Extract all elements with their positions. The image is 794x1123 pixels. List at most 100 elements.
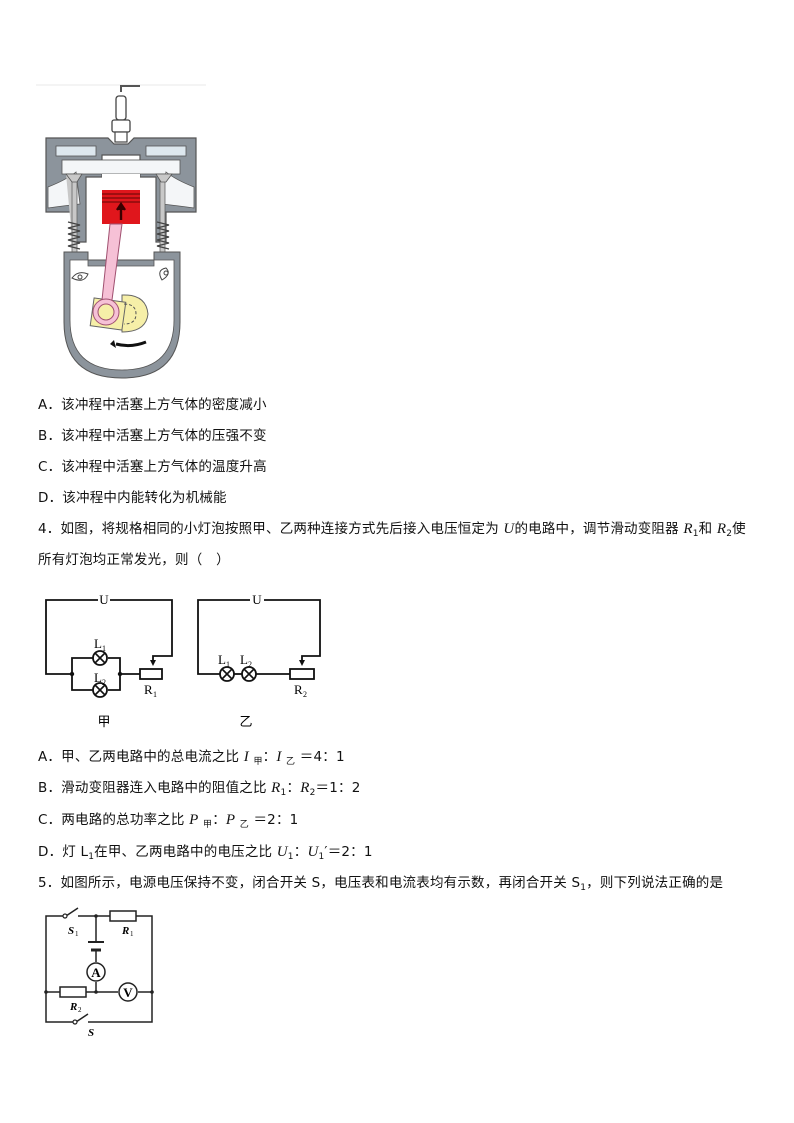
ratio-sep: ： <box>262 749 277 765</box>
stem-text: 的电路中，调节滑动变阻器 <box>514 521 684 537</box>
label-a: A <box>91 965 101 980</box>
subscript: 1 <box>580 883 587 893</box>
q4-option-c: C．两电路的总功率之比 P 甲：P 乙 ＝2：1 <box>38 811 298 834</box>
label-r2: R <box>294 682 303 697</box>
subscript: 甲 <box>203 820 213 830</box>
prime-mark: ′ <box>324 844 328 860</box>
ratio-sep: ： <box>212 812 226 828</box>
resistor-r1-icon <box>109 910 137 922</box>
ratio-sep: ： <box>293 844 308 860</box>
subscript: 1 <box>153 690 157 699</box>
ammeter-icon <box>86 962 106 982</box>
subscript: 1 <box>130 930 134 938</box>
option-text: 该冲程中活塞上方气体的密度减小 <box>61 397 267 413</box>
stem-text: 如图，将规格相同的小灯泡按照甲、乙两种连接方式先后接入电压恒定为 <box>60 521 504 537</box>
label-r1: R <box>144 682 153 697</box>
label-u: U <box>99 592 109 607</box>
math-P: P <box>189 812 199 828</box>
subscript: 2 <box>78 1006 82 1014</box>
subscript: 1 <box>226 660 230 669</box>
subscript: 乙 <box>239 820 249 830</box>
engine-figure <box>36 82 208 380</box>
option-label: B． <box>38 428 62 444</box>
subscript: 1 <box>102 644 106 653</box>
q3-option-b: B．该冲程中活塞上方气体的压强不变 <box>38 427 267 445</box>
bulb-l1-icon <box>92 650 108 666</box>
ratio-value: ＝1：2 <box>315 780 361 796</box>
option-label: A． <box>38 397 62 413</box>
option-label: D． <box>38 844 63 860</box>
math-U: U <box>276 844 288 860</box>
subscript: 1 <box>280 788 287 798</box>
subscript: 1 <box>318 852 325 862</box>
math-U: U <box>307 844 319 860</box>
label-s1: S <box>68 925 74 937</box>
option-label: D． <box>38 490 63 506</box>
option-text: 该冲程中活塞上方气体的温度升高 <box>61 459 267 475</box>
subscript: 2 <box>248 660 252 669</box>
stem-text: 使 <box>732 521 746 537</box>
label-r2: R <box>69 1001 77 1013</box>
q4-stem-line2: 所有灯泡均正常发光，则（ ） <box>38 551 230 569</box>
battery-icon <box>88 941 104 952</box>
voltmeter-icon <box>118 982 138 1002</box>
subscript: 1 <box>75 930 79 938</box>
subscript: 2 <box>303 690 307 699</box>
stem-text: 所有灯泡均正常发光，则（ ） <box>38 552 230 568</box>
option-text: 灯 L <box>62 844 89 860</box>
bulb-l2-icon <box>241 666 257 682</box>
math-R: R <box>683 521 693 537</box>
subscript: 1 <box>287 852 294 862</box>
subscript: 1 <box>88 852 95 862</box>
option-text: 滑动变阻器连入电路中的阻值之比 <box>61 780 272 796</box>
bulb-l1-icon <box>219 666 235 682</box>
rheostat-r1-icon <box>139 668 163 680</box>
caption-yi: 乙 <box>239 715 252 730</box>
question-number: 4． <box>38 521 61 537</box>
label-u: U <box>252 592 262 607</box>
option-text: 两电路的总功率之比 <box>61 812 190 828</box>
q4-option-a: A．甲、乙两电路中的总电流之比 I 甲：I 乙 ＝4：1 <box>38 748 345 771</box>
resistor-r2-icon <box>59 986 87 998</box>
subscript: 2 <box>102 678 106 687</box>
label-v: V <box>123 985 133 1000</box>
option-label: B． <box>38 780 62 796</box>
math-U: U <box>503 521 515 537</box>
q3-option-d: D．该冲程中内能转化为机械能 <box>38 489 227 507</box>
option-text: 甲、乙两电路中的总电流之比 <box>61 749 244 765</box>
question-number: 5． <box>38 875 61 891</box>
label-s: S <box>88 1027 94 1038</box>
q3-option-c: C．该冲程中活塞上方气体的温度升高 <box>38 458 267 476</box>
option-text: 该冲程中内能转化为机械能 <box>62 490 227 506</box>
math-R: R <box>300 780 310 796</box>
caption-jia: 甲 <box>97 715 110 730</box>
option-text: 在甲、乙两电路中的电压之比 <box>94 844 277 860</box>
ratio-sep: ： <box>286 780 301 796</box>
subscript: 乙 <box>286 757 296 767</box>
subscript: 2 <box>309 788 316 798</box>
stem-text: 如图所示，电源电压保持不变，闭合开关 S，电压表和电流表均有示数，再闭合开关 S <box>60 875 581 891</box>
math-P: P <box>225 812 236 828</box>
option-label: C． <box>38 812 62 828</box>
label-l2: L <box>240 652 248 667</box>
bulb-l2-icon <box>92 682 108 698</box>
math-R: R <box>271 780 281 796</box>
label-l1: L <box>94 636 102 651</box>
four-stroke-engine-diagram <box>36 84 206 379</box>
ratio-value: ＝2：1 <box>327 844 373 860</box>
ratio-value: ＝2：1 <box>253 812 299 828</box>
label-r1: R <box>121 925 129 937</box>
label-l1: L <box>218 652 226 667</box>
math-I: I <box>243 749 249 765</box>
label-l2: L <box>94 670 102 685</box>
q3-option-a: A．该冲程中活塞上方气体的密度减小 <box>38 396 267 414</box>
math-I: I <box>276 749 282 765</box>
stem-text: ，则下列说法正确的是 <box>586 875 724 891</box>
subscript: 甲 <box>253 757 263 767</box>
stem-text: 和 <box>698 521 717 537</box>
